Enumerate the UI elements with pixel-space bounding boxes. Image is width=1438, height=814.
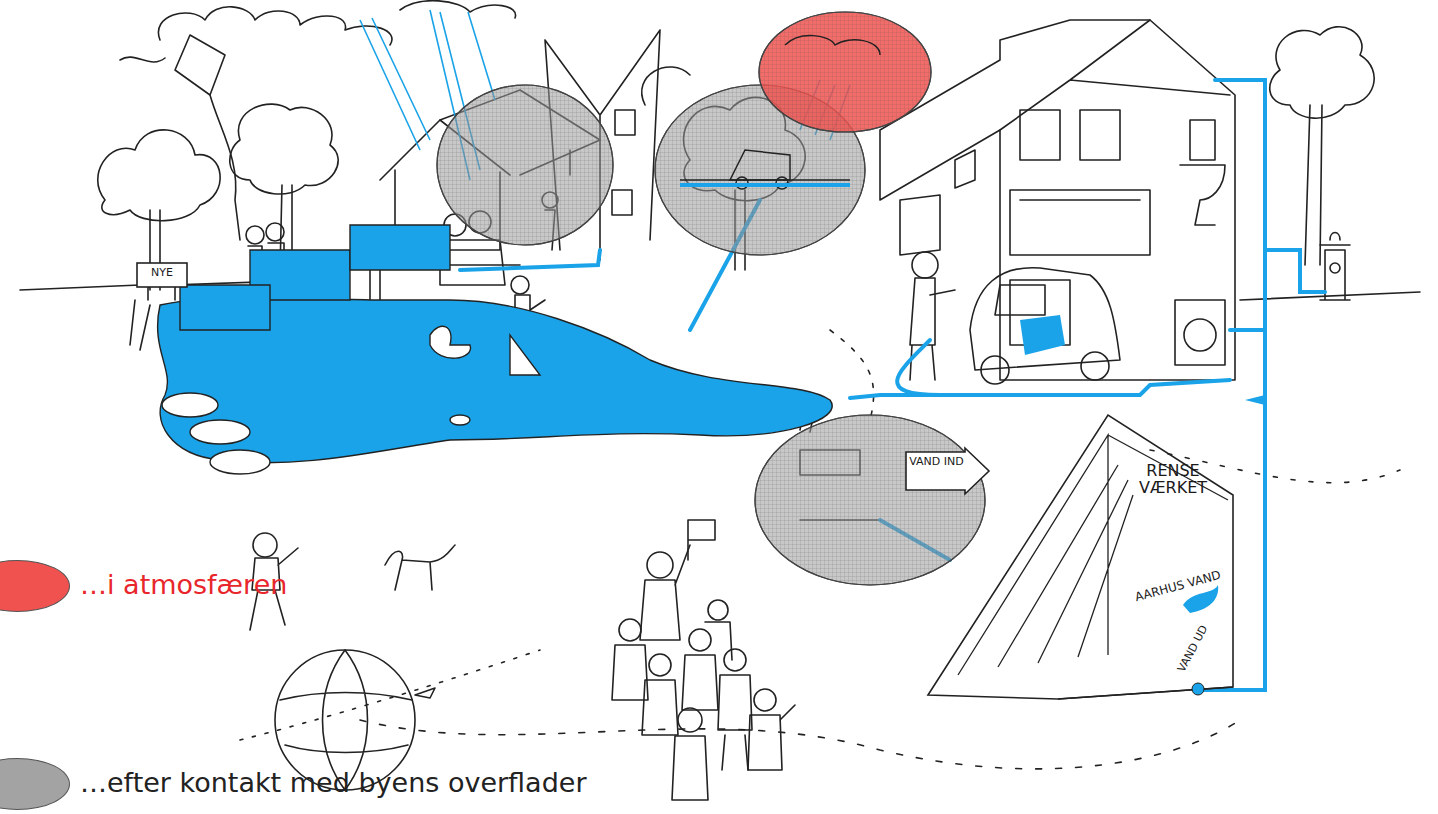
plant-outline xyxy=(928,415,1233,699)
arrow-sign-outline xyxy=(905,448,990,494)
legend-swatch xyxy=(0,560,70,612)
legend-text: …i atmosfæren xyxy=(80,569,287,600)
outlet-label: VAND UD xyxy=(1171,615,1214,682)
plant-name: RENSE VÆRKET xyxy=(1133,463,1213,497)
sign-text: NYE xyxy=(136,267,188,279)
arrow-sign: VAND IND xyxy=(905,448,990,494)
street-sign: NYE xyxy=(136,262,188,288)
sign-text: VAND IND xyxy=(909,456,964,468)
treatment-plant: RENSE VÆRKET AARHUS VAND VAND UD xyxy=(928,405,1238,700)
legend-row: …efter kontakt med byens overflader xyxy=(0,758,1000,810)
legend-swatch xyxy=(0,758,70,810)
plant-interior xyxy=(958,435,1233,699)
sign-outline xyxy=(137,263,187,287)
legend-row: …i atmosfæren xyxy=(0,560,1000,612)
company-name: AARHUS VAND xyxy=(1123,566,1233,607)
legend-text: …efter kontakt med byens overflader xyxy=(80,767,587,798)
arrow-outline xyxy=(906,448,989,494)
outlet-pipe xyxy=(1192,683,1204,695)
